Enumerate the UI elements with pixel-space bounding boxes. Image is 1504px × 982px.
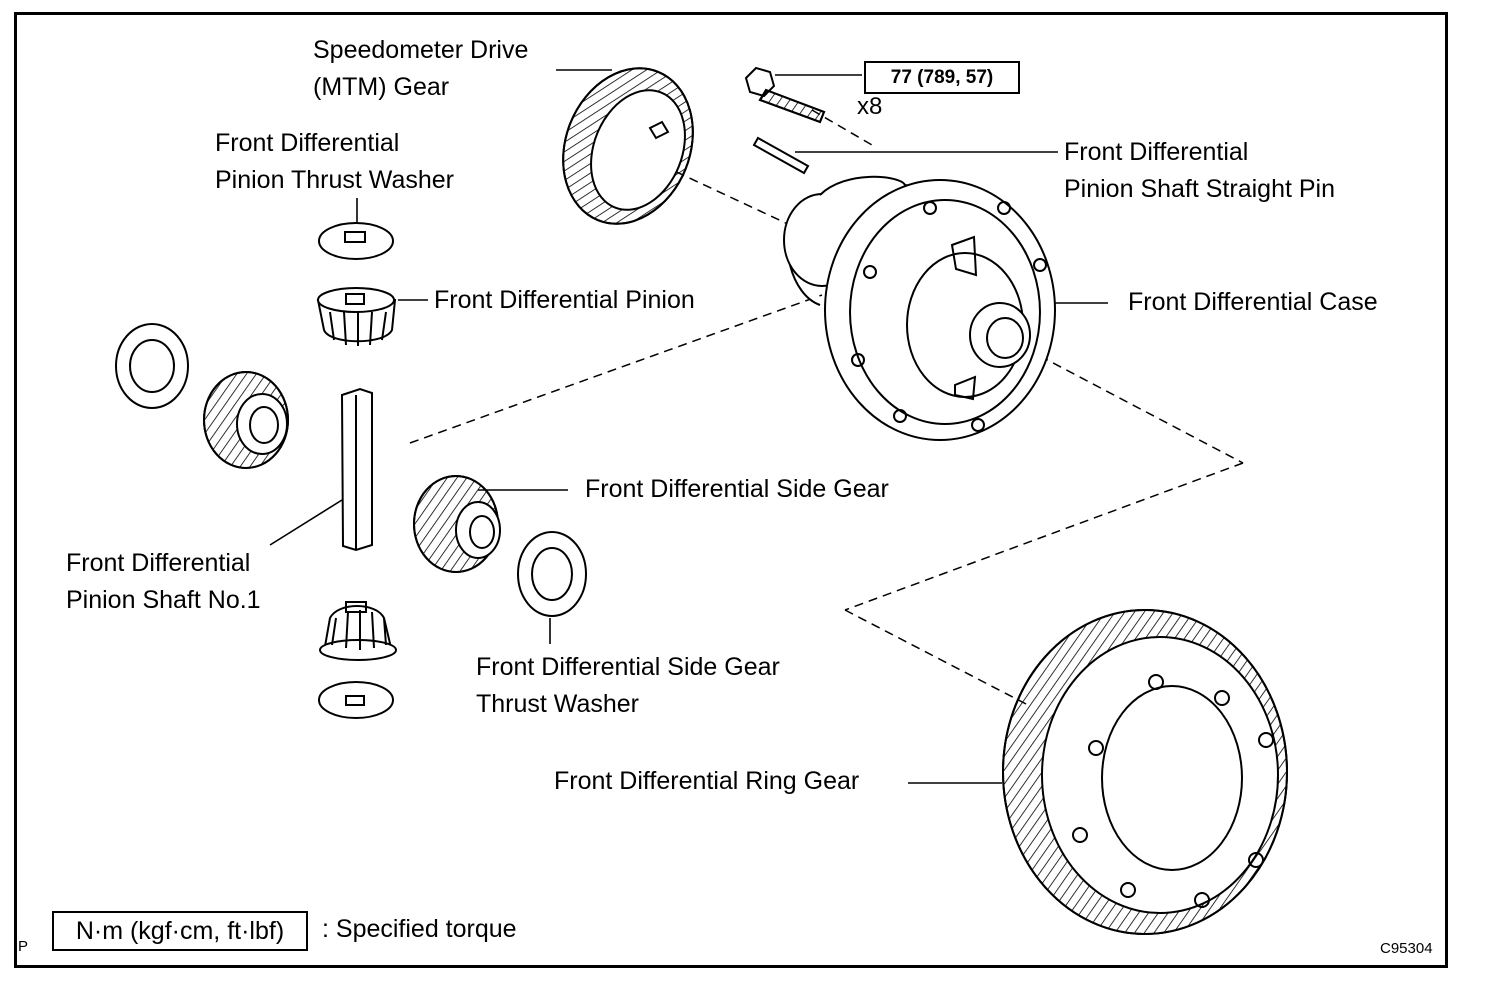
label-line: Pinion Shaft No.1: [66, 586, 261, 614]
label-pinion-shaft-straight-pin: Front Differential Pinion Shaft Straight…: [1064, 134, 1335, 208]
label-side-gear: Front Differential Side Gear: [585, 475, 889, 503]
pinion-bottom: [319, 601, 397, 661]
label-pinion-shaft: Front Differential Pinion Shaft No.1: [66, 545, 261, 619]
label-line: Front Differential: [1064, 138, 1249, 166]
pinion-thrust-washer-top: [318, 222, 394, 260]
bolt-quantity: x8: [857, 93, 883, 120]
side-gear-left: [203, 371, 289, 469]
pinion-shaft: [340, 387, 373, 552]
corner-mark: P: [18, 938, 29, 955]
label-side-gear-thrust-washer: Front Differential Side Gear Thrust Wash…: [476, 649, 780, 723]
label-line: Pinion Thrust Washer: [215, 166, 454, 194]
label-pinion: Front Differential Pinion: [434, 286, 695, 314]
label-line: Thrust Washer: [476, 690, 640, 718]
straight-pin: [752, 136, 810, 175]
ring-gear: [1002, 609, 1288, 935]
label-line: (MTM) Gear: [313, 73, 450, 101]
label-differential-case: Front Differential Case: [1128, 288, 1378, 316]
torque-unit-legend-box: N·m (kgf·cm, ft·lbf): [52, 911, 308, 951]
side-gear-thrust-washer-right: [517, 531, 587, 617]
label-line: Front Differential: [215, 129, 400, 157]
side-gear-right: [413, 475, 501, 573]
label-line: Pinion Shaft Straight Pin: [1064, 175, 1335, 203]
label-line: Front Differential: [66, 549, 251, 577]
label-pinion-thrust-washer: Front Differential Pinion Thrust Washer: [215, 125, 454, 199]
label-line: Front Differential Side Gear: [476, 653, 780, 681]
torque-legend-text: : Specified torque: [322, 915, 517, 943]
label-ring-gear: Front Differential Ring Gear: [554, 767, 860, 795]
torque-spec-box: 77 (789, 57): [864, 61, 1020, 94]
bolt: [744, 66, 826, 124]
pinion-thrust-washer-bottom: [318, 681, 394, 719]
illustration-code: C95304: [1380, 940, 1433, 957]
speedometer-drive-gear: [562, 67, 694, 225]
leader-lines: [269, 69, 1108, 784]
differential-case: [783, 175, 1056, 441]
label-speedometer-drive-gear: Speedometer Drive (MTM) Gear: [313, 32, 528, 106]
side-gear-thrust-washer-left: [115, 323, 189, 409]
label-line: Speedometer Drive: [313, 36, 529, 64]
pinion-top: [316, 287, 397, 346]
